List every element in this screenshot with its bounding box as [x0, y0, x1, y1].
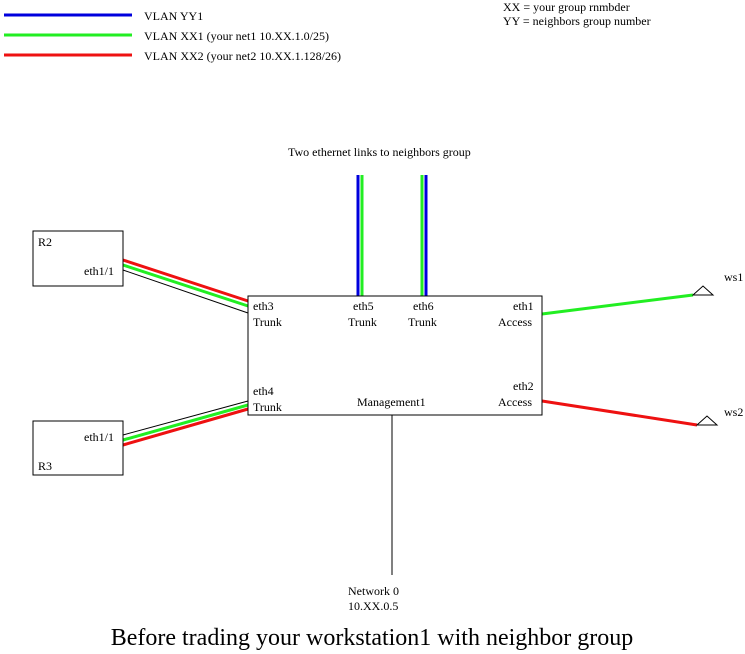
- port-eth2-name: eth2: [513, 379, 534, 393]
- workstation-ws1-icon: [691, 285, 715, 296]
- port-eth1-name: eth1: [513, 299, 534, 313]
- router-r2-name: R2: [38, 235, 52, 249]
- uplink-eth6: [420, 175, 428, 296]
- link-r3-eth4: [122, 400, 249, 447]
- workstation-ws1-label: ws1: [724, 270, 743, 284]
- legend-label-vlan-xx1: VLAN XX1 (your net1 10.XX.1.0/25): [144, 29, 329, 43]
- legend: VLAN YY1 VLAN XX1 (your net1 10.XX.1.0/2…: [4, 9, 341, 63]
- port-eth5-mode: Trunk: [348, 315, 377, 329]
- neighbor-links-label: Two ethernet links to neighbors group: [288, 145, 471, 159]
- diagram-title: Before trading your workstation1 with ne…: [111, 625, 634, 651]
- router-r2-port: eth1/1: [84, 264, 114, 278]
- network-name: Network 0: [348, 584, 399, 598]
- legend-label-vlan-xx2: VLAN XX2 (your net2 10.XX.1.128/26): [144, 49, 341, 63]
- port-eth2-mode: Access: [498, 395, 532, 409]
- router-r2: [32, 230, 124, 287]
- workstation-ws2-label: ws2: [724, 405, 743, 419]
- link-r2-eth3: [122, 258, 249, 314]
- network-address: 10.XX.0.5: [348, 599, 398, 613]
- port-eth3-mode: Trunk: [253, 315, 282, 329]
- port-eth1-mode: Access: [498, 315, 532, 329]
- port-eth6-mode: Trunk: [408, 315, 437, 329]
- port-eth5-name: eth5: [353, 299, 374, 313]
- legend-note-xx: XX = your group rnmbder: [503, 0, 630, 14]
- link-eth1-ws1: [541, 293, 694, 316]
- router-r3-port: eth1/1: [84, 430, 114, 444]
- port-eth6-name: eth6: [413, 299, 434, 313]
- router-r3: [32, 420, 124, 476]
- legend-label-vlan-yy1: VLAN YY1: [144, 9, 203, 23]
- uplink-eth5: [356, 175, 364, 296]
- switch: [247, 295, 543, 416]
- legend-note-yy: YY = neighbors group number: [503, 14, 651, 28]
- port-eth3-name: eth3: [253, 299, 274, 313]
- workstation-ws2-icon: [695, 415, 719, 426]
- switch-management-label: Management1: [357, 395, 426, 409]
- port-eth4-mode: Trunk: [253, 400, 282, 414]
- port-eth4-name: eth4: [253, 384, 274, 398]
- router-r3-name: R3: [38, 459, 52, 473]
- link-eth2-ws2: [541, 399, 698, 427]
